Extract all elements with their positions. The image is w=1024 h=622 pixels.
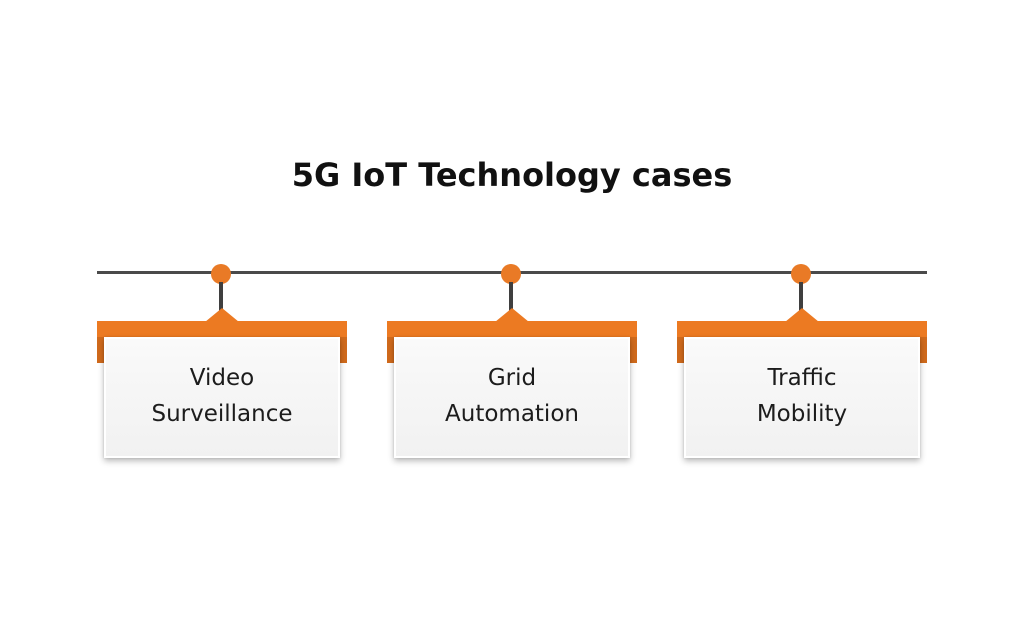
card-header-bar (387, 321, 637, 337)
pointer-arrow (785, 308, 819, 322)
card-side-tab (920, 337, 927, 363)
case-card: Grid Automation (394, 337, 630, 458)
case-label-line2: Automation (445, 400, 579, 427)
pointer-arrow (205, 308, 239, 322)
timeline-dot (211, 264, 231, 284)
diagram-title: 5G IoT Technology cases (291, 156, 733, 194)
connector-stem (799, 282, 803, 312)
case-node-traffic-mobility: Traffic Mobility (677, 262, 927, 462)
case-label-line1: Video (189, 364, 255, 391)
timeline-dot (791, 264, 811, 284)
case-label-line2: Mobility (756, 400, 848, 427)
card-side-tab (677, 337, 684, 363)
card-header-bar (677, 321, 927, 337)
case-card: Traffic Mobility (684, 337, 920, 458)
card-side-tab (387, 337, 394, 363)
case-node-grid-automation: Grid Automation (387, 262, 637, 462)
timeline-dot (501, 264, 521, 284)
case-label-line1: Traffic (767, 364, 837, 391)
card-side-tab (630, 337, 637, 363)
connector-stem (219, 282, 223, 312)
card-header-bar (97, 321, 347, 337)
pointer-arrow (495, 308, 529, 322)
case-label-line1: Grid (487, 364, 537, 391)
case-node-video-surveillance: Video Surveillance (97, 262, 347, 462)
card-side-tab (340, 337, 347, 363)
connector-stem (509, 282, 513, 312)
card-side-tab (97, 337, 104, 363)
case-card: Video Surveillance (104, 337, 340, 458)
case-label-line2: Surveillance (151, 400, 293, 427)
